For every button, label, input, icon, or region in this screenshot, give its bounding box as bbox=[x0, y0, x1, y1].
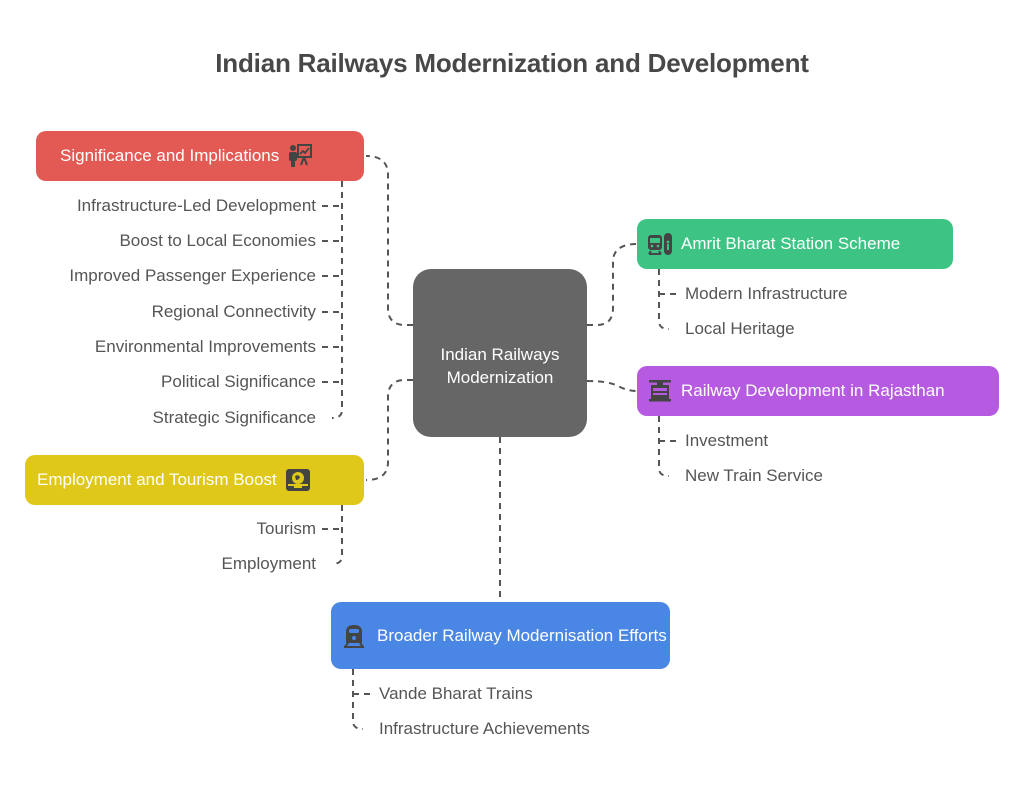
connector-amrit-trunk bbox=[658, 269, 670, 330]
branch-rajasthan-label: Railway Development in Rajasthan bbox=[681, 381, 945, 400]
branch-amrit-label: Amrit Bharat Station Scheme bbox=[681, 234, 901, 253]
leaf-vande-bharat-trains: Vande Bharat Trains bbox=[379, 684, 533, 703]
connector-center-employment bbox=[365, 379, 413, 481]
connector-rajasthan-trunk bbox=[658, 416, 670, 477]
branch-employment[interactable]: Employment and Tourism Boost bbox=[25, 455, 364, 505]
travel-suitcase-icon bbox=[285, 467, 311, 493]
leaf-new-train-service: New Train Service bbox=[685, 466, 823, 485]
presentation-icon bbox=[287, 143, 313, 169]
branch-employment-label: Employment and Tourism Boost bbox=[37, 470, 277, 489]
tram-icon bbox=[647, 378, 673, 404]
leaf-environmental-improvements: Environmental Improvements bbox=[94, 337, 316, 356]
connector-significance-trunk bbox=[331, 181, 343, 419]
central-topic[interactable]: Indian Railways Modernization bbox=[413, 269, 587, 437]
connector-center-rajasthan bbox=[586, 380, 638, 392]
connector-employment-trunk bbox=[331, 505, 343, 565]
connector-broader-trunk bbox=[352, 669, 364, 730]
leaf-infrastructure-achievements: Infrastructure Achievements bbox=[379, 719, 590, 738]
diagram-title: Indian Railways Modernization and Develo… bbox=[215, 48, 809, 78]
leaf-political-significance: Political Significance bbox=[161, 372, 316, 391]
leaf-strategic-significance: Strategic Significance bbox=[152, 408, 316, 427]
train-front-icon bbox=[341, 623, 367, 649]
branch-broader-label: Broader Railway Modernisation Efforts bbox=[377, 625, 667, 645]
branch-amrit[interactable]: Amrit Bharat Station Scheme bbox=[637, 219, 953, 269]
leaf-modern-infrastructure: Modern Infrastructure bbox=[685, 284, 848, 303]
central-topic-label: Indian Railways Modernization bbox=[440, 344, 560, 387]
connector-center-amrit bbox=[587, 243, 638, 326]
branch-rajasthan[interactable]: Railway Development in Rajasthan bbox=[637, 366, 999, 416]
leaf-boost-to-local-economies: Boost to Local Economies bbox=[119, 231, 316, 250]
branch-broader[interactable]: Broader Railway Modernisation Efforts bbox=[331, 602, 670, 669]
connector-center-significance bbox=[365, 155, 413, 326]
leaf-employment: Employment bbox=[221, 554, 316, 573]
leaf-tourism: Tourism bbox=[256, 519, 316, 538]
branch-significance-label: Significance and Implications bbox=[60, 146, 280, 165]
leaf-investment: Investment bbox=[685, 431, 769, 450]
leaf-improved-passenger-experience: Improved Passenger Experience bbox=[69, 266, 316, 285]
leaf-local-heritage: Local Heritage bbox=[685, 319, 795, 338]
train-station-icon bbox=[647, 231, 673, 257]
leaf-regional-connectivity: Regional Connectivity bbox=[151, 302, 316, 321]
leaf-infrastructure-led-development: Infrastructure-Led Development bbox=[76, 196, 316, 215]
branch-significance[interactable]: Significance and Implications bbox=[36, 131, 364, 181]
